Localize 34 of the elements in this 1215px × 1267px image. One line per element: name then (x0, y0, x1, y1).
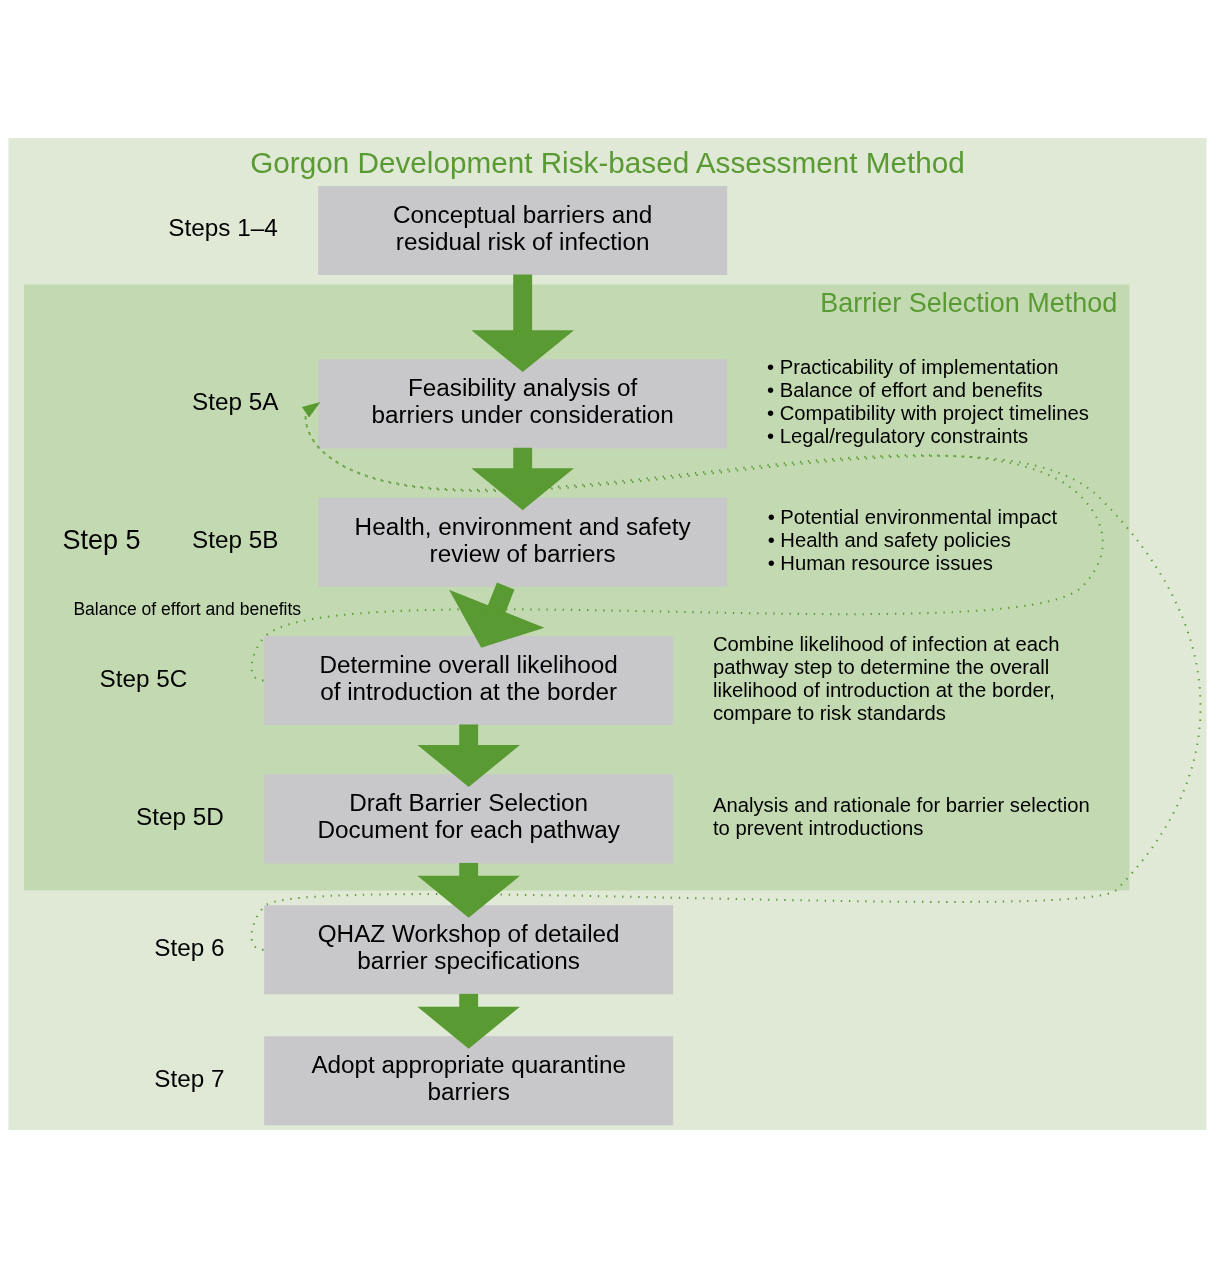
node-box: Draft Barrier Selection Document for each pathway (264, 773, 674, 863)
arrow (250, 401, 1104, 681)
node-box: Feasibility analysis of barriers under consideration (318, 358, 728, 448)
node-label: • Health and safety policies (767, 528, 1011, 551)
node-label: Step 7 (154, 1064, 225, 1092)
arrow (417, 862, 521, 918)
node-label: Step 5B (191, 525, 279, 553)
node-label: • Legal/regulatory constraints (766, 424, 1029, 447)
node-label: • Practicability of implementation (766, 355, 1059, 378)
node-label: Step 5D (135, 802, 224, 830)
node-box: Health, environment and safety review of barriers (318, 497, 728, 587)
arrow (417, 993, 521, 1049)
node-box: QHAZ Workshop of detailed barrier specifications (264, 904, 674, 994)
node-label: Step 5A (191, 387, 279, 415)
arrow (471, 447, 574, 510)
node-label: Combine likelihood of infection at each pathway step to determine the overall likelihood of introduction at the border, compare to risk standards (712, 632, 1060, 724)
node-label: • Human resource issues (767, 551, 993, 574)
node-label: Analysis and rationale for barrier selection to prevent introductions (712, 793, 1090, 839)
diagram-title: Gorgon Development Risk-based Assessment Method (250, 145, 965, 179)
node-label: Step 5C (99, 664, 188, 691)
node-label: • Compatibility with project timelines (766, 401, 1089, 424)
node-label: • Potential environmental impact (767, 505, 1058, 528)
arrow (471, 273, 574, 372)
node-box: Determine overall likelihood of introduction at the border (264, 635, 674, 725)
node-label: Step 6 (154, 933, 225, 961)
node-box: Conceptual barriers and residual risk of infection (318, 185, 728, 275)
arrow (250, 401, 1201, 950)
node-box: Adopt appropriate quarantine barriers (264, 1035, 674, 1125)
edge-label: Balance of effort and benefits (73, 598, 302, 619)
label: Step 5 (62, 524, 141, 555)
node-label: • Balance of effort and benefits (766, 378, 1043, 401)
node-label: Steps 1–4 (168, 213, 278, 241)
arrow (417, 723, 520, 787)
arrow (449, 582, 545, 648)
